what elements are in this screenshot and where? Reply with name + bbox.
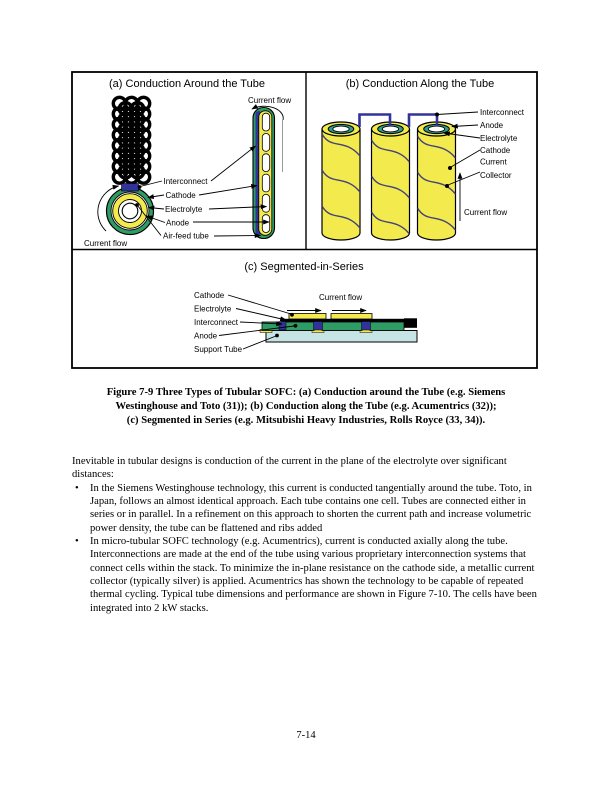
label-electrolyte-b: Electrolyte bbox=[480, 134, 518, 143]
current-flow-label-b: Current flow bbox=[464, 208, 507, 217]
intro-paragraph: Inevitable in tubular designs is conduct… bbox=[72, 456, 507, 481]
bullet-text: In micro-tubular SOFC technology (e.g. A… bbox=[90, 536, 537, 614]
interconnect-bridges bbox=[358, 113, 439, 127]
bullet-item: • In micro-tubular SOFC technology (e.g.… bbox=[72, 535, 540, 615]
current-flow-label-c: Current flow bbox=[319, 293, 362, 302]
panel-b-leaders bbox=[435, 111, 481, 221]
label-cathode-b: Cathode bbox=[480, 146, 511, 155]
interconnect-block bbox=[361, 321, 371, 331]
label-electrolyte-a: Electrolyte bbox=[165, 205, 203, 214]
current-collector-spiral bbox=[417, 135, 456, 231]
figure-7-9: (a) Conduction Around the Tube Current f… bbox=[71, 71, 538, 369]
label-interconnect-b: Interconnect bbox=[480, 108, 525, 117]
current-collector-spiral bbox=[322, 133, 360, 229]
current-flow-top-arrow bbox=[251, 104, 284, 121]
bullet-item: • In the Siemens Westinghouse technology… bbox=[72, 482, 540, 535]
panel-c-leaders bbox=[218, 294, 298, 350]
panel-b-title: (b) Conduction Along the Tube bbox=[346, 78, 495, 90]
cathode-strip bbox=[288, 313, 327, 320]
tube-cross-section bbox=[105, 183, 155, 236]
label-cathode-c: Cathode bbox=[194, 291, 225, 300]
label-electrolyte-c: Electrolyte bbox=[194, 305, 232, 314]
panel-c-title: (c) Segmented-in-Series bbox=[244, 261, 364, 273]
current-flow-top-label: Current flow bbox=[248, 96, 291, 105]
tube-bundle-lattice bbox=[111, 95, 152, 185]
bullet-text: In the Siemens Westinghouse technology, … bbox=[90, 482, 532, 534]
segmented-in-series-stack bbox=[259, 313, 418, 343]
figure-caption-line: Figure 7-9 Three Types of Tubular SOFC: … bbox=[106, 387, 506, 398]
label-anode-a: Anode bbox=[166, 219, 190, 228]
bullet-marker: • bbox=[75, 536, 79, 548]
label-current-b: Current bbox=[480, 158, 507, 167]
label-cathode-a: Cathode bbox=[166, 191, 197, 200]
label-interconnect-a: Interconnect bbox=[164, 177, 209, 186]
anode-segment bbox=[321, 321, 363, 331]
electrolyte-end-cap bbox=[404, 318, 417, 328]
current-flow-arc-arrow bbox=[97, 184, 120, 232]
label-anode-c: Anode bbox=[194, 332, 218, 341]
current-collector-spiral bbox=[371, 139, 410, 235]
bullet-marker: • bbox=[75, 482, 79, 494]
electrolyte-layer bbox=[281, 318, 413, 323]
anode-segment bbox=[369, 321, 405, 331]
label-air-feed-tube-a: Air-feed tube bbox=[163, 232, 209, 241]
figure-caption: Figure 7-9 Three Types of Tubular SOFC: … bbox=[66, 386, 546, 428]
cathode-strip bbox=[330, 313, 373, 320]
label-collector-b: Collector bbox=[480, 171, 512, 180]
current-flow-bottom-label: Current flow bbox=[84, 239, 127, 248]
interconnect-block bbox=[278, 321, 287, 331]
interconnect-block bbox=[313, 321, 323, 331]
vertical-tube bbox=[252, 106, 276, 240]
panel-a-leaders bbox=[135, 145, 270, 239]
figure-caption-line: (c) Segmented in Series (e.g. Mitsubishi… bbox=[126, 415, 486, 426]
page-number: 7-14 bbox=[296, 730, 316, 741]
label-support-tube-c: Support Tube bbox=[194, 345, 243, 354]
body-text: Inevitable in tubular designs is conduct… bbox=[72, 455, 540, 615]
label-anode-b: Anode bbox=[480, 121, 504, 130]
interconnect-strip bbox=[121, 183, 139, 192]
air-feed-tube-circle bbox=[121, 202, 139, 220]
label-interconnect-c: Interconnect bbox=[194, 318, 239, 327]
tubular-cells bbox=[321, 121, 457, 241]
panel-a-title: (a) Conduction Around the Tube bbox=[109, 78, 265, 90]
figure-caption-line: Westinghouse and Toto (31)); (b) Conduct… bbox=[115, 401, 497, 412]
